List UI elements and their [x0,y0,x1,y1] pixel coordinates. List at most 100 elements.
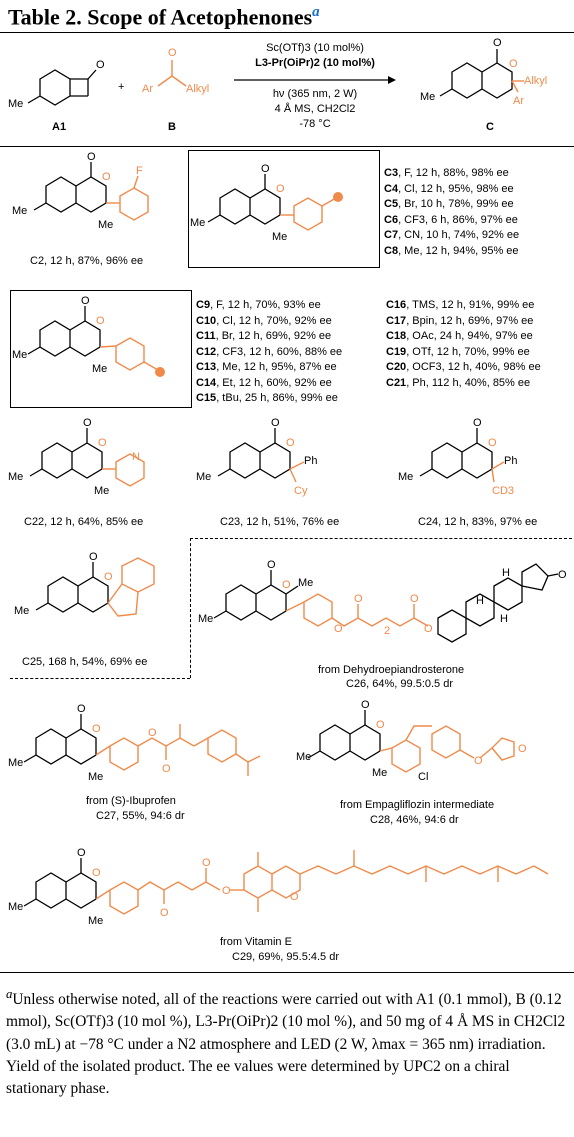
dashed-divider-vertical [190,538,191,678]
c26-from: from Dehydroepiandrosterone [318,664,465,676]
scheme-rule [0,146,574,147]
c24-label: C24, 12 h, 83%, 97% ee [418,516,538,528]
svg-text:Me: Me [296,751,311,763]
dashed-divider-top [190,538,572,539]
c9-c15-box [10,290,192,408]
svg-text:F: F [136,165,143,177]
condition-temperature: -78 °C [299,118,331,130]
svg-text:O: O [361,699,370,711]
svg-text:O: O [160,907,169,919]
svg-text:O: O [282,579,291,591]
svg-text:O: O [81,295,90,307]
c27-structure: O O Me Me O O [8,703,261,783]
reaction-scheme: O Me A1 + O Ar Alkyl B O O Me Alkyl Ar C [8,37,547,133]
svg-text:O: O [98,437,107,449]
svg-text:H: H [500,613,508,625]
c23-structure: O O Me Ph Cy [196,418,317,497]
svg-text:O: O [148,727,157,739]
table-title: Table 2. Scope of Acetophenonesa [8,4,320,30]
svg-text:O: O [509,58,518,70]
svg-text:O: O [168,47,177,59]
svg-text:N: N [132,451,140,463]
svg-text:H: H [502,567,510,579]
svg-text:Me: Me [298,577,313,589]
c22-structure: O O Me Me N [8,418,145,497]
svg-text:Me: Me [14,605,29,617]
svg-text:2: 2 [384,625,390,637]
c29-label: C29, 69%, 95.5:4.5 dr [232,951,340,963]
svg-text:O: O [96,315,105,327]
title-rule [0,32,574,33]
svg-text:Me: Me [12,349,27,361]
condition-catalyst: Sc(OTf)3 (10 mol%) [266,42,364,54]
svg-text:O: O [518,743,527,755]
c27-label: C27, 55%, 94:6 dr [96,810,185,822]
svg-text:O: O [493,37,502,49]
svg-text:Me: Me [398,471,413,483]
c27-from: from (S)-Ibuprofen [86,795,176,807]
svg-text:O: O [276,183,285,195]
c23-label: C23, 12 h, 51%, 76% ee [220,516,340,528]
svg-text:Me: Me [8,471,23,483]
c9-c15-list: C9, F, 12 h, 70%, 93% ee C10, Cl, 12 h, … [196,299,343,404]
svg-text:+: + [118,81,124,93]
svg-text:O: O [334,623,343,635]
svg-text:Me: Me [12,205,27,217]
svg-text:O: O [102,171,111,183]
svg-text:Me: Me [88,915,103,927]
svg-text:Me: Me [372,767,387,779]
svg-text:O: O [92,723,101,735]
c2-label: C2, 12 h, 87%, 96% ee [30,255,144,267]
svg-text:Alkyl: Alkyl [524,75,547,87]
svg-text:O: O [77,847,86,859]
svg-text:A1: A1 [52,121,66,133]
svg-text:Ar: Ar [513,95,524,107]
svg-text:O: O [261,163,270,175]
c22-label: C22, 12 h, 64%, 85% ee [24,516,144,528]
c28-label: C28, 46%, 94:6 dr [370,814,459,826]
svg-text:O: O [77,703,86,715]
svg-text:O: O [354,593,363,605]
svg-text:O: O [558,569,567,581]
c25-label: C25, 168 h, 54%, 69% ee [22,656,148,668]
svg-text:Cy: Cy [294,485,308,497]
svg-text:Me: Me [8,757,23,769]
svg-text:O: O [83,418,92,429]
reagent-a1-structure [27,69,97,106]
c28-structure: O O Me Me Cl O O [296,699,527,783]
svg-text:Me: Me [88,771,103,783]
svg-text:O: O [202,857,211,869]
c25-structure: O O Me [14,551,155,617]
svg-text:Me: Me [92,363,107,375]
svg-text:O: O [290,891,299,903]
condition-ligand: L3-Pr(OiPr)2 (10 mol%) [255,57,375,69]
condition-solvent: 4 Å MS, CH2Cl2 [274,103,356,115]
c16-c21-list: C16, TMS, 12 h, 91%, 99% ee C17, Bpin, 1… [386,299,541,389]
svg-text:Ar: Ar [142,83,153,95]
svg-text:Ph: Ph [504,455,517,467]
svg-text:Me: Me [272,231,287,243]
c26-structure: O O Me Me O O O O 2 H H H O [198,559,567,643]
svg-text:Cl: Cl [418,771,428,783]
dashed-divider-bottom [10,678,190,679]
c28-from: from Empagliflozin intermediate [340,799,495,811]
condition-light: hν (365 nm, 2 W) [272,88,358,100]
svg-text:O: O [488,437,497,449]
svg-text:O: O [424,623,433,635]
svg-text:O: O [222,885,231,897]
svg-text:O: O [96,59,105,71]
svg-text:Me: Me [8,901,23,913]
c3-c8-structure: O O Me Me [190,163,343,243]
c26-label: C26, 64%, 99.5:0.5 dr [346,678,454,690]
c3-c8-box [188,150,380,268]
footnote: aUnless otherwise noted, all of the reac… [6,987,566,1097]
svg-text:O: O [87,152,96,163]
svg-text:Me: Me [420,91,435,103]
c9-c15-structure: O O Me Me [12,295,165,377]
svg-text:H: H [476,595,484,607]
svg-text:Me: Me [98,219,113,231]
svg-text:O: O [286,437,295,449]
svg-text:Me: Me [8,98,23,110]
svg-text:O: O [89,551,98,563]
svg-text:Ph: Ph [304,455,317,467]
